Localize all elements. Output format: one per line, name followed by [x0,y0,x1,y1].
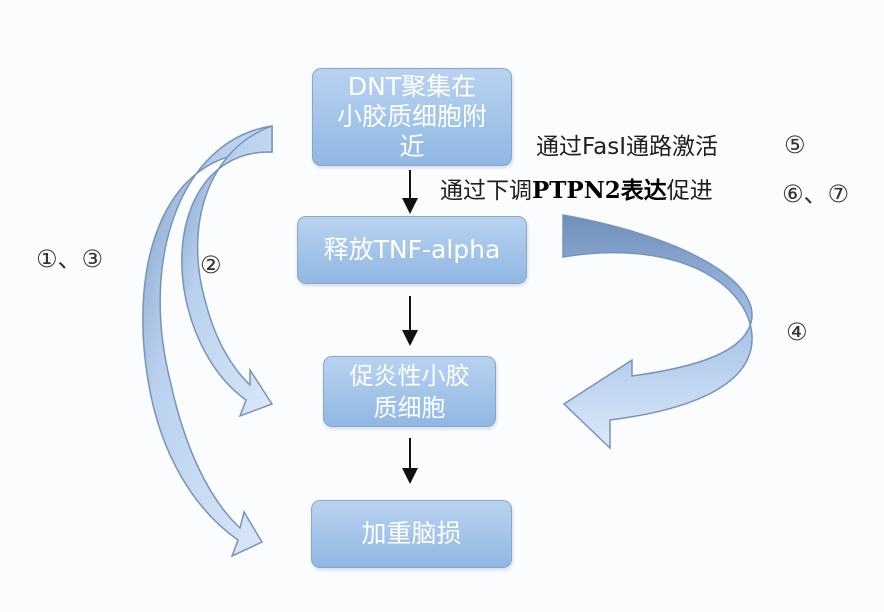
label-circled-2: ② [200,251,222,279]
label-circled-5: ⑤ [784,131,806,159]
curved-arrow-2 [181,124,274,418]
label-ptpn2-prefix: 通过下调 [440,178,532,204]
node-tnf-release: 释放TNF-alpha [297,216,527,284]
node-injury-label: 加重脑损 [361,519,462,548]
label-ptpn2-suffix: 促进 [666,178,713,204]
label-circled-4: ④ [786,318,808,346]
node-tnf-label: 释放TNF-alpha [323,235,501,264]
node-dnt-label: DNT聚集在小胶质细胞附近 [337,72,488,161]
label-ptpn2-bold: PTPN2表达 [532,177,667,204]
label-fasl-pathway: 通过FasI通路激活 [536,134,718,160]
node-dnt-aggregation: DNT聚集在小胶质细胞附近 [312,68,512,166]
label-circled-6-7: ⑥、⑦ [782,180,850,208]
curved-arrow-1-3 [142,125,273,558]
node-proinflammatory-microglia: 促炎性小胶质细胞 [323,356,496,427]
curved-arrow-4 [562,214,753,450]
node-brain-injury: 加重脑损 [311,500,512,568]
label-ptpn2-downregulation: 通过下调PTPN2表达促进 [440,177,713,205]
node-inflam-label: 促炎性小胶质细胞 [349,361,470,422]
label-circled-1-3: ①、③ [36,245,104,273]
